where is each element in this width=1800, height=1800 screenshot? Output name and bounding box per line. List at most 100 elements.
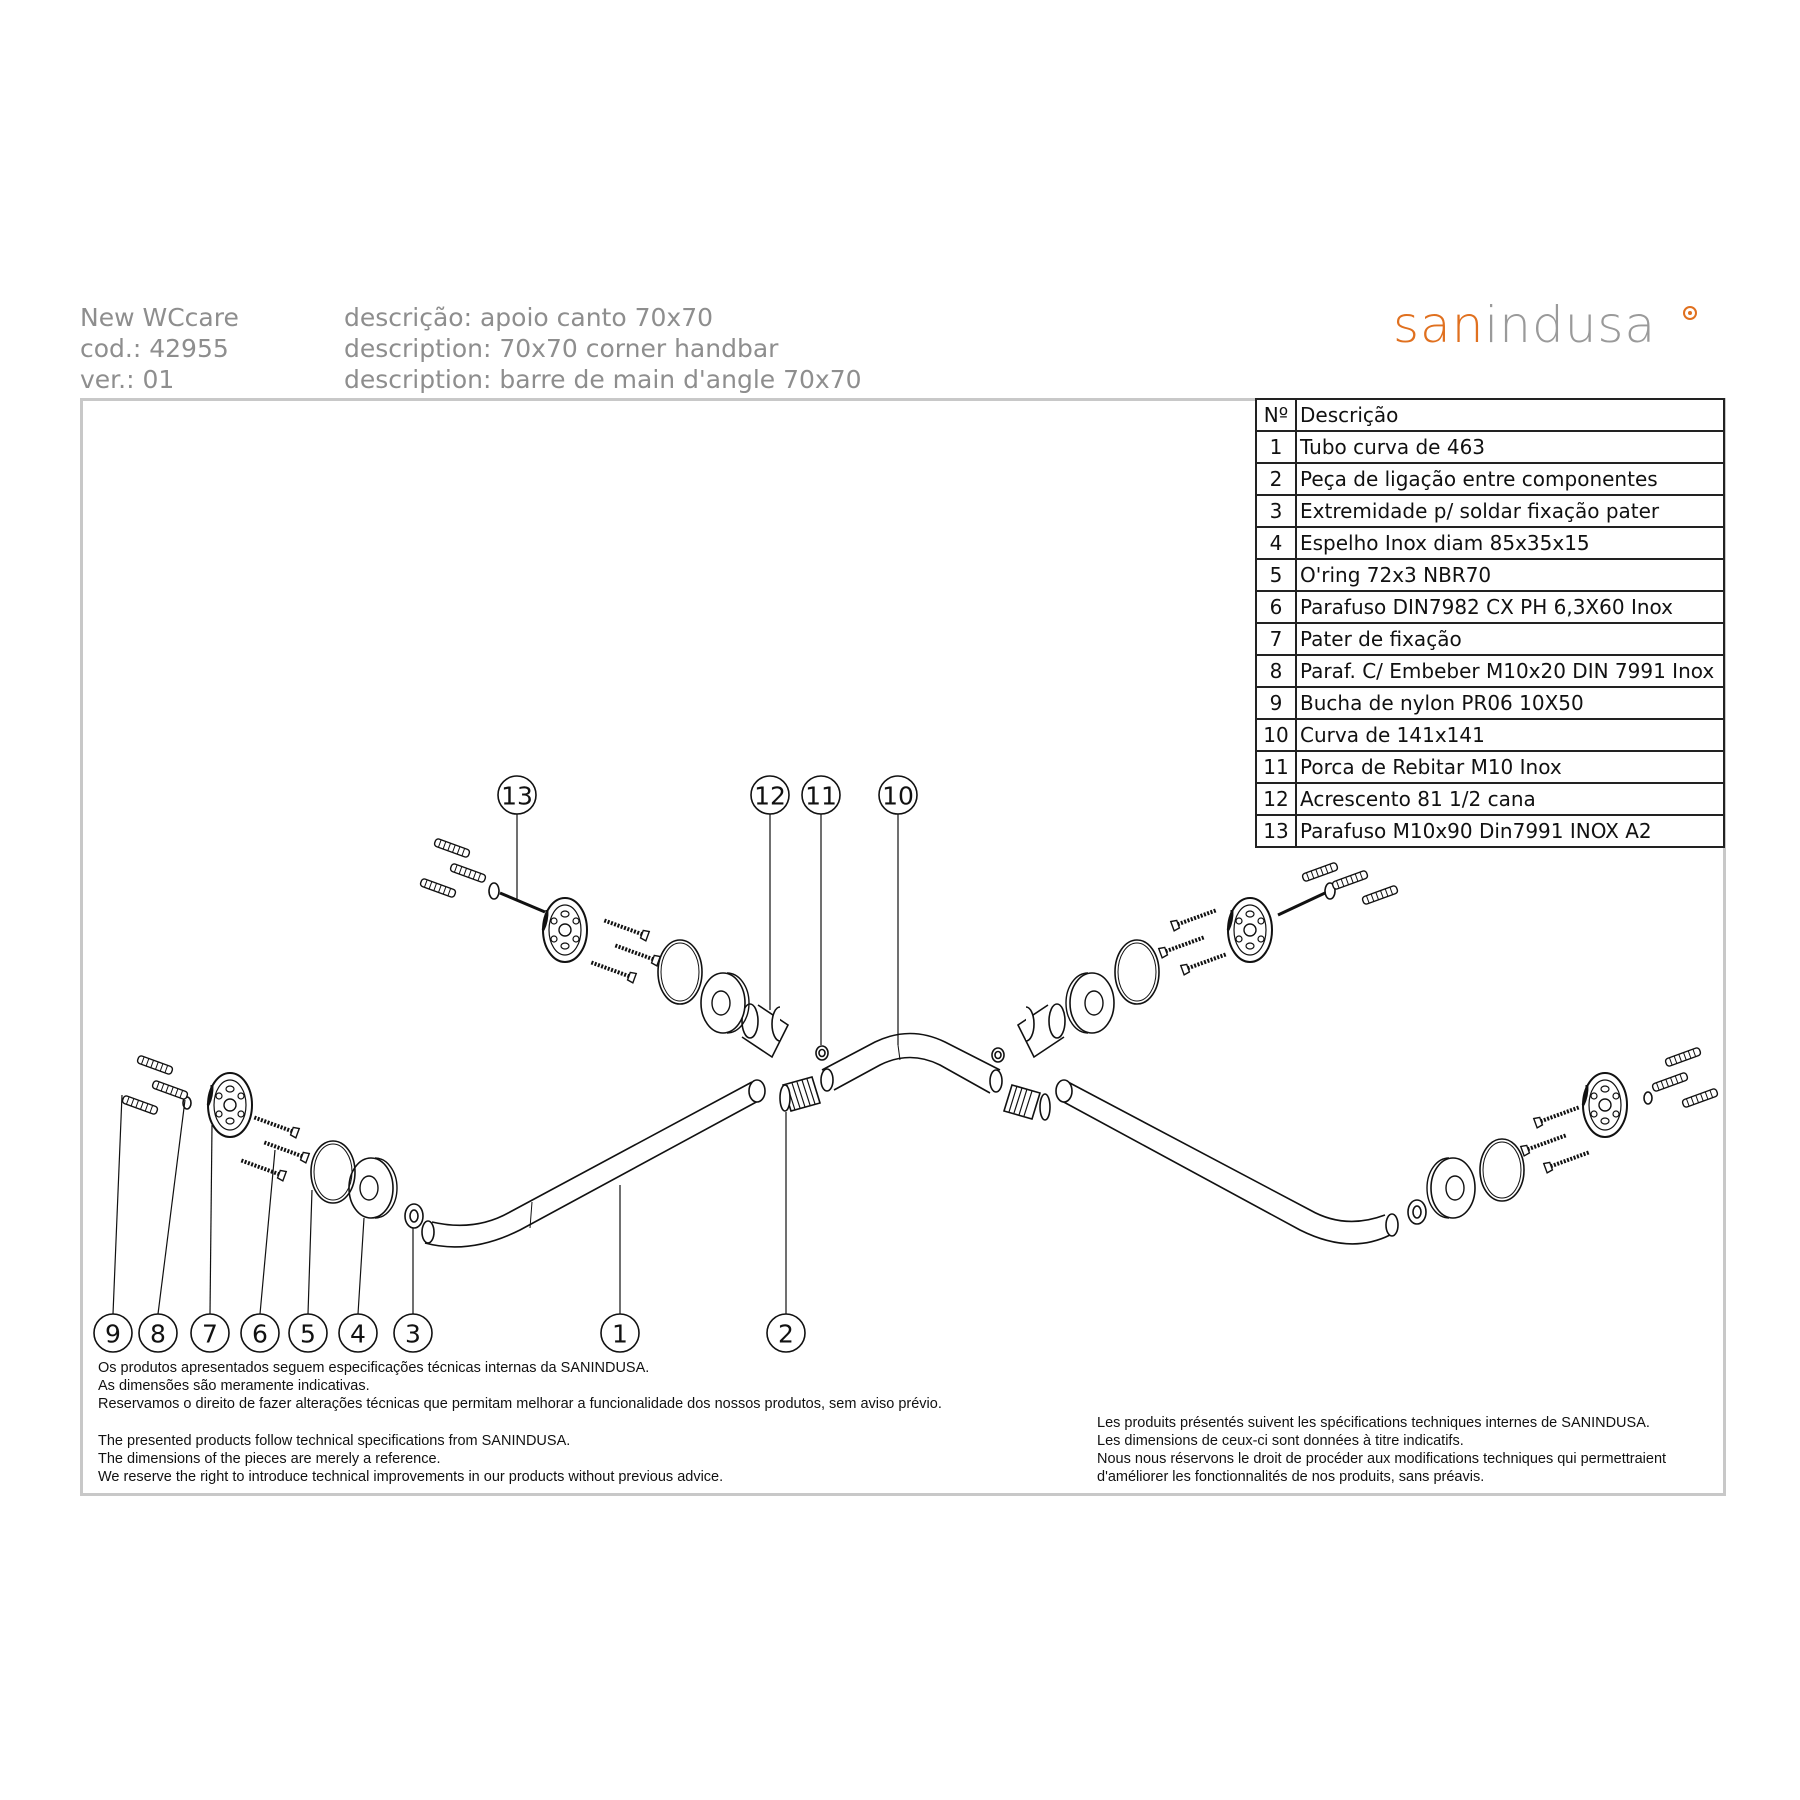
part-number: 8 (1255, 654, 1297, 688)
disclaimer-line: d'améliorer les fonctionnalités de nos p… (1097, 1469, 1485, 1485)
part-description: Parafuso DIN7982 CX PH 6,3X60 Inox (1295, 590, 1725, 624)
part-number: 3 (1255, 494, 1297, 528)
part-1-tube (424, 1099, 761, 1248)
callout-9: 9 (93, 1313, 133, 1353)
callout-4: 4 (338, 1313, 378, 1353)
description-fr: description: barre de main d'angle 70x70 (344, 365, 862, 394)
part-description: Espelho Inox diam 85x35x15 (1295, 526, 1725, 560)
part-number: 5 (1255, 558, 1297, 592)
logo-text-san: san (1393, 296, 1485, 354)
part-number: 13 (1255, 814, 1297, 848)
part-description: Parafuso M10x90 Din7991 INOX A2 (1295, 814, 1725, 848)
part-5-oring (310, 1140, 356, 1204)
logo-text-indusa: indusa (1484, 296, 1657, 354)
description-pt: descrição: apoio canto 70x70 (344, 303, 714, 332)
svg-text:12: 12 (754, 782, 786, 811)
svg-text:9: 9 (105, 1320, 121, 1349)
part-number: 2 (1255, 462, 1297, 496)
part-3-end-piece (404, 1203, 424, 1229)
part-10-curve (821, 1032, 1001, 1071)
part-description: Paraf. C/ Embeber M10x20 DIN 7991 Inox (1295, 654, 1725, 688)
part-description: Peça de ligação entre componentes (1295, 462, 1725, 496)
parts-table-header: Nº Descrição (1255, 398, 1725, 432)
part-description: O'ring 72x3 NBR70 (1295, 558, 1725, 592)
disclaimer-line: Les dimensions de ceux-ci sont données à… (1097, 1433, 1464, 1449)
part-number: 9 (1255, 686, 1297, 720)
col-description-header: Descrição (1295, 398, 1725, 432)
part-11-rivet-nut (815, 1045, 829, 1061)
disclaimer-line: The dimensions of the pieces are merely … (98, 1451, 441, 1467)
part-7-pater (206, 1071, 254, 1139)
leader-lines (112, 812, 899, 1315)
svg-text:13: 13 (501, 782, 533, 811)
svg-text:1: 1 (612, 1320, 628, 1349)
disclaimer-line: Reservamos o direito de fazer alterações… (98, 1396, 942, 1412)
part-number: 12 (1255, 782, 1297, 816)
svg-text:10: 10 (882, 782, 914, 811)
disclaimer-fr: Les produits présentés suivent les spéci… (1097, 1414, 1666, 1486)
callout-7: 7 (190, 1313, 230, 1353)
callout-3: 3 (393, 1313, 433, 1353)
logo-mark-icon (1683, 306, 1697, 320)
disclaimer-line: The presented products follow technical … (98, 1433, 571, 1449)
product-info: New WCcare cod.: 42955 ver.: 01 (80, 302, 239, 395)
sanindusa-logo: sanindusa (1393, 296, 1656, 354)
description-en: description: 70x70 corner handbar (344, 334, 779, 363)
drawing-frame (80, 398, 1726, 1496)
callout-12: 12 (750, 775, 790, 815)
disclaimer-line: Les produits présentés suivent les spéci… (1097, 1415, 1650, 1431)
callout-13: 13 (497, 775, 537, 815)
callout-11: 11 (801, 775, 841, 815)
part-4-rosette (348, 1157, 398, 1219)
part-number: 10 (1255, 718, 1297, 752)
product-descriptions: descrição: apoio canto 70x70 description… (344, 302, 862, 395)
part-number: 4 (1255, 526, 1297, 560)
product-version: ver.: 01 (80, 365, 175, 394)
part-number: 1 (1255, 430, 1297, 464)
part-description: Pater de fixação (1295, 622, 1725, 656)
part-description: Bucha de nylon PR06 10X50 (1295, 686, 1725, 720)
part-description: Tubo curva de 463 (1295, 430, 1725, 464)
svg-text:5: 5 (300, 1320, 316, 1349)
product-code: cod.: 42955 (80, 334, 229, 363)
disclaimer-pt: Os produtos apresentados seguem especifi… (98, 1359, 942, 1413)
callout-8: 8 (138, 1313, 178, 1353)
part-12-extension (741, 1003, 790, 1059)
product-name: New WCcare (80, 303, 239, 332)
col-number-header: Nº (1255, 398, 1297, 432)
svg-text:7: 7 (202, 1320, 218, 1349)
disclaimer-line: As dimensões são meramente indicativas. (98, 1378, 370, 1394)
part-description: Porca de Rebitar M10 Inox (1295, 750, 1725, 784)
callout-2: 2 (766, 1313, 806, 1353)
svg-text:3: 3 (405, 1320, 421, 1349)
part-13-bolt (488, 882, 546, 914)
part-description: Curva de 141x141 (1295, 718, 1725, 752)
svg-text:2: 2 (778, 1320, 794, 1349)
part-number: 6 (1255, 590, 1297, 624)
part-description: Acrescento 81 1/2 cana (1295, 782, 1725, 816)
svg-text:11: 11 (805, 782, 837, 811)
part-number: 7 (1255, 622, 1297, 656)
callout-5: 5 (288, 1313, 328, 1353)
disclaimer-en: The presented products follow technical … (98, 1432, 723, 1486)
callout-6: 6 (240, 1313, 280, 1353)
svg-text:8: 8 (150, 1320, 166, 1349)
svg-text:4: 4 (350, 1320, 366, 1349)
part-2-connector (779, 1076, 822, 1112)
callout-10: 10 (878, 775, 918, 815)
part-number: 11 (1255, 750, 1297, 784)
callout-1: 1 (600, 1313, 640, 1353)
disclaimer-line: Nous nous réservons le droit de procéder… (1097, 1451, 1667, 1467)
